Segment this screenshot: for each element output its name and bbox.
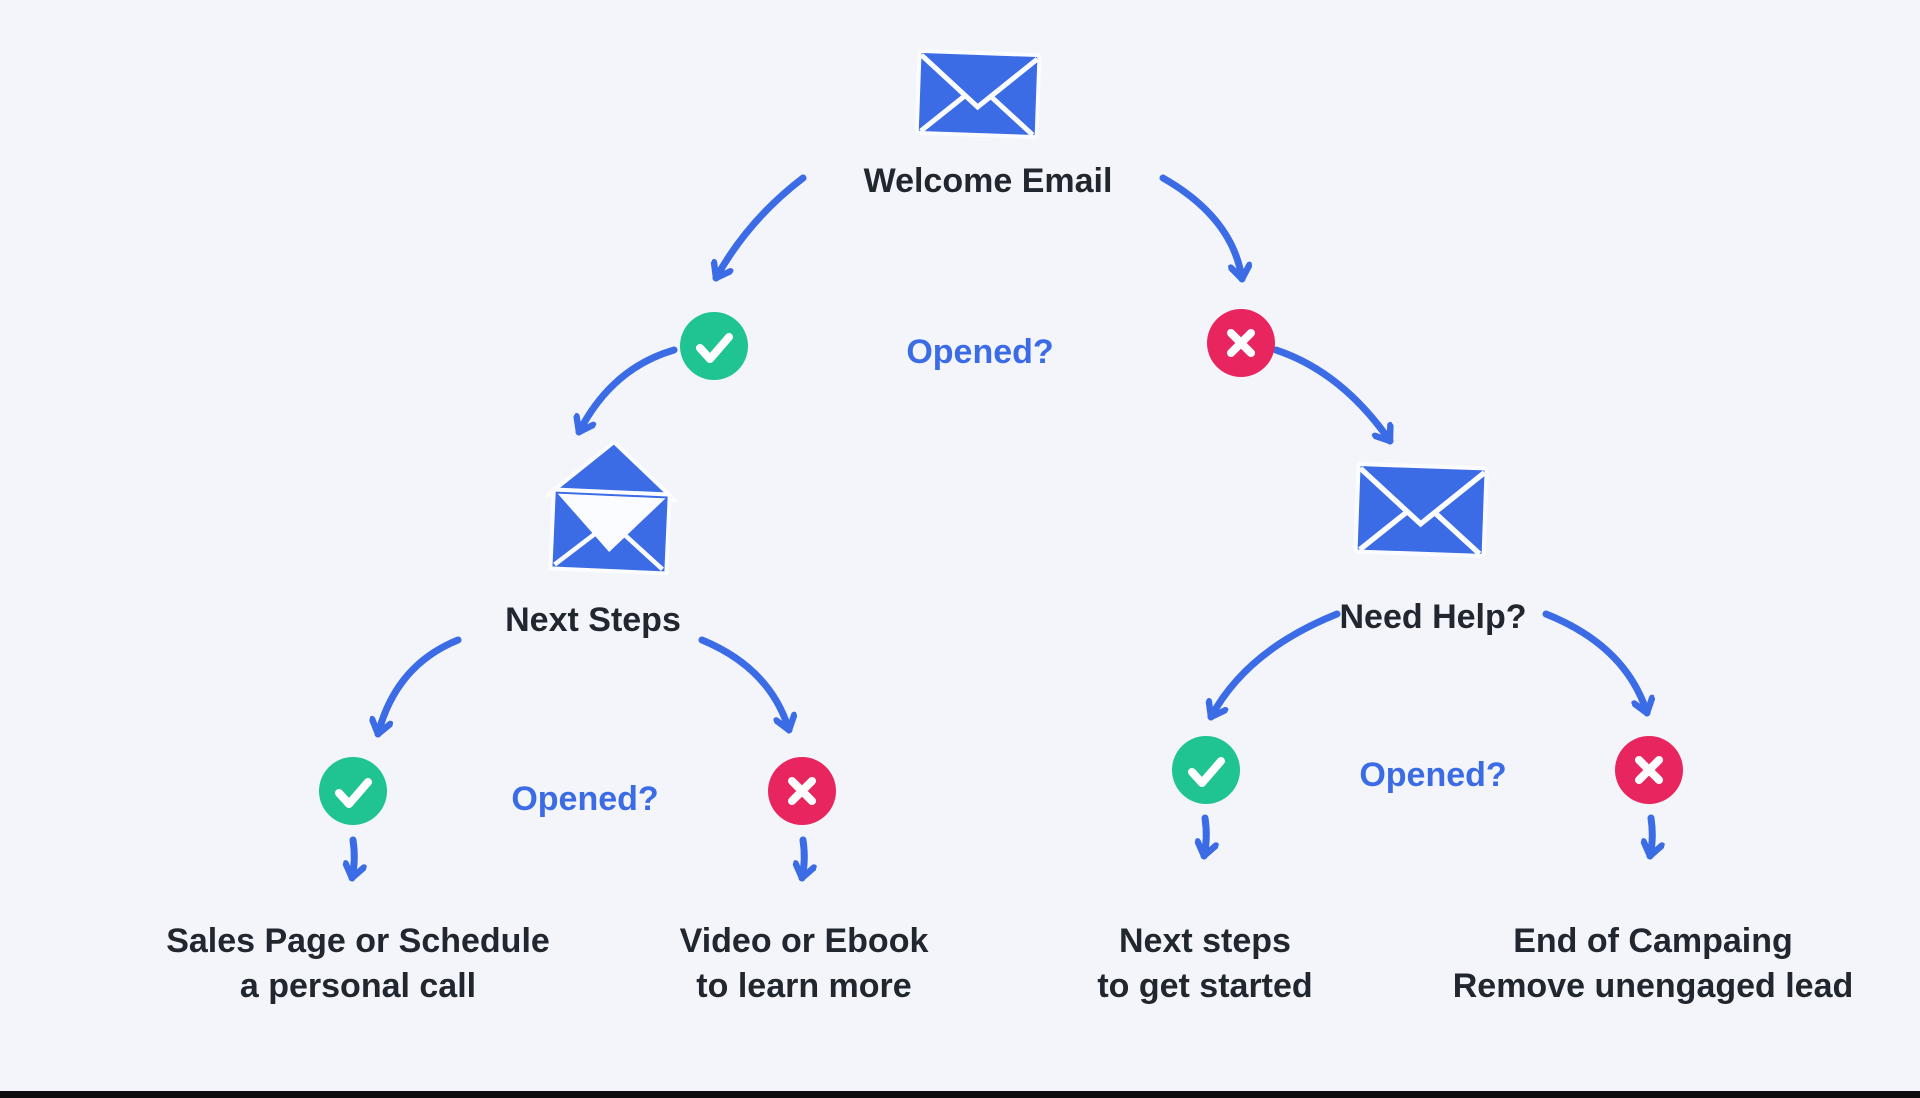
root-node-label: Welcome Email (863, 162, 1113, 200)
arrow-not-opened-to-need-help (1272, 346, 1390, 445)
outcome-line: Remove unengaged lead (1452, 967, 1854, 1005)
opened-no-icon (768, 757, 836, 825)
outcome-sales-page: Sales Page or Schedule a personal call (166, 919, 550, 1009)
arrow-need-help-to-no (1542, 610, 1647, 717)
arrow-yes-to-next-outcome (1204, 814, 1206, 860)
outcome-line: to learn more (696, 967, 912, 1005)
arrow-root-to-opened (716, 174, 807, 282)
arrow-opened-to-next-steps (579, 346, 678, 436)
arrow-root-to-not-opened (1159, 174, 1242, 283)
arrow-no-to-end-outcome (1650, 814, 1652, 860)
outcome-line: Video or Ebook (679, 922, 929, 960)
arrow-next-steps-to-no (698, 636, 789, 734)
closed-envelope-icon (914, 49, 1042, 144)
question-root-label: Opened? (906, 333, 1054, 371)
opened-yes-icon (1172, 736, 1240, 804)
outcome-end-campaign: End of Campaing Remove unengaged lead (1453, 919, 1854, 1009)
arrow-no-to-video-outcome (802, 836, 804, 882)
outcome-line: Sales Page or Schedule (166, 922, 550, 960)
arrow-next-steps-to-yes (378, 636, 462, 738)
question-right-label: Opened? (1359, 756, 1507, 794)
opened-yes-icon (680, 312, 748, 380)
outcome-line: to get started (1097, 967, 1313, 1005)
outcome-video-ebook: Video or Ebook to learn more (680, 919, 929, 1009)
opened-yes-icon (319, 757, 387, 825)
opened-no-icon (1207, 309, 1275, 377)
outcome-next-steps: Next steps to get started (1097, 919, 1312, 1009)
closed-envelope-icon (1349, 461, 1492, 564)
arrow-yes-to-sales-outcome (352, 836, 354, 882)
outcome-line: End of Campaing (1513, 922, 1793, 960)
opened-no-icon (1615, 736, 1683, 804)
need-help-node-label: Need Help? (1339, 598, 1527, 636)
outcome-line: Next steps (1119, 922, 1291, 960)
window-bottom-edge (0, 1091, 1920, 1098)
open-envelope-icon (538, 437, 684, 583)
question-left-label: Opened? (511, 780, 659, 818)
outcome-line: a personal call (239, 967, 477, 1005)
next-steps-node-label: Next Steps (505, 601, 681, 639)
arrow-need-help-to-yes (1211, 610, 1341, 721)
